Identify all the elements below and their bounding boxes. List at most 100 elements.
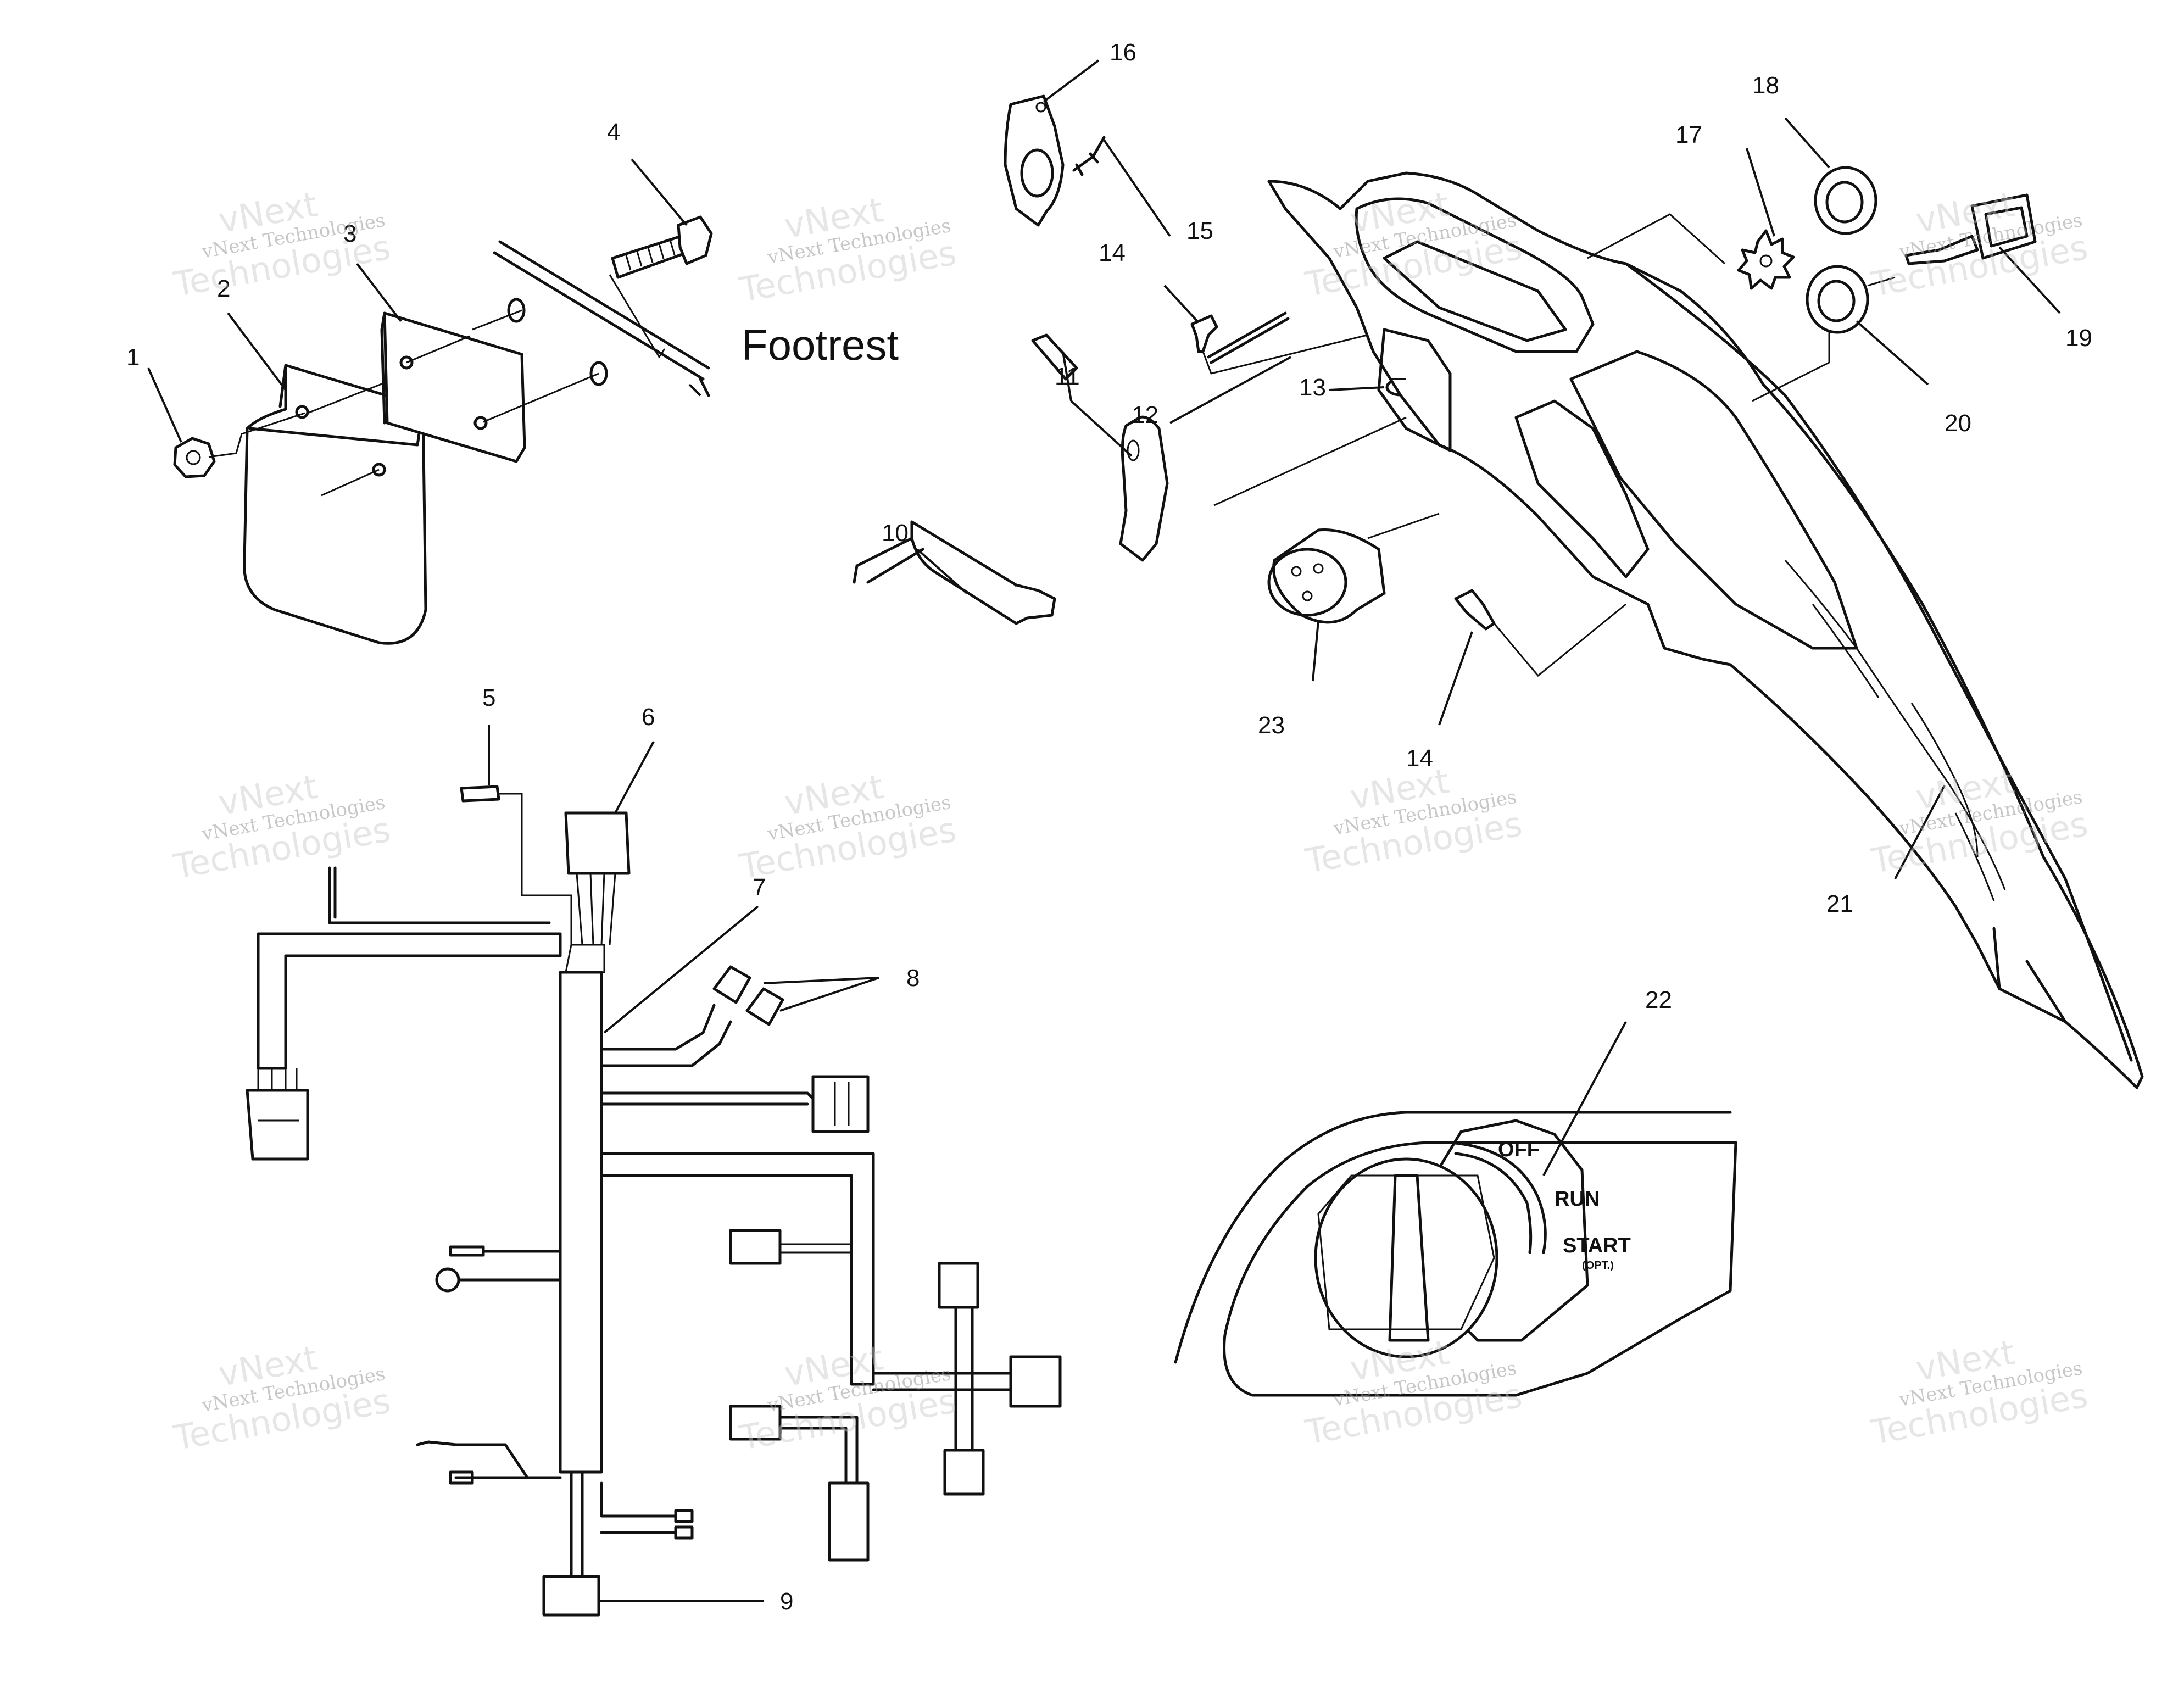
knob	[1119, 415, 1169, 562]
bolt-threads	[625, 239, 676, 271]
panel-inner	[1223, 1141, 1737, 1397]
console-hood	[1267, 171, 2144, 1089]
washer-upper	[507, 298, 526, 323]
watermark-10: vNext vNext Technologies Technologies	[736, 1338, 959, 1458]
wiring-harness	[246, 785, 1062, 1617]
hood-lower-bracket	[1377, 328, 1452, 452]
callout-20: 20	[1945, 410, 1971, 437]
wire-bottom	[570, 1470, 677, 1578]
callout-13: 13	[1299, 374, 1326, 401]
callout-15: 15	[1186, 218, 1213, 244]
callout-12: 12	[1132, 402, 1158, 428]
callout-7: 7	[753, 874, 766, 901]
callout-11: 11	[1055, 363, 1080, 390]
gear-17	[1737, 229, 1795, 290]
hood-panel	[1569, 350, 1858, 650]
callout-21: 21	[1826, 890, 1853, 917]
switch-parts	[853, 94, 1626, 677]
hood-opening-inner	[1383, 240, 1567, 342]
connector-right-r	[1009, 1355, 1062, 1408]
footrest-pad	[243, 364, 427, 645]
connector-6-wires	[565, 873, 616, 973]
callout-6: 6	[642, 704, 655, 731]
bracket-hole	[1020, 148, 1054, 198]
ignition-face	[1267, 548, 1347, 617]
branch-right-long	[600, 1152, 875, 1386]
bracket-hole-small	[1035, 102, 1046, 113]
watermark-5: vNext vNext Technologies Technologies	[170, 766, 393, 887]
position-arc-inner	[1454, 1152, 1533, 1254]
hood-contour-2	[1910, 703, 1995, 901]
left-connector	[246, 1089, 309, 1161]
callout-5: 5	[482, 684, 495, 711]
cable-switch-body	[910, 520, 1023, 625]
pad-hole-upper	[295, 405, 309, 419]
knob-slot	[1127, 439, 1140, 461]
callout-23: 23	[1258, 712, 1285, 739]
ignition-switch	[1272, 528, 1386, 624]
rod	[1207, 311, 1290, 364]
connector-9	[542, 1575, 600, 1617]
hood-ridge	[1624, 262, 2133, 1062]
rod-line	[1213, 416, 1407, 506]
key-19	[1970, 193, 2037, 260]
watermark-6: vNext vNext Technologies Technologies	[736, 766, 959, 887]
cable-switch-end	[1015, 583, 1056, 625]
hood-leader-17	[1587, 213, 1726, 265]
terminals-bottom	[674, 1509, 694, 1540]
nut-hole	[186, 450, 201, 465]
switch-label-start-note: (OPT.)	[1582, 1260, 1614, 1272]
callout-18: 18	[1752, 72, 1779, 99]
hood-opening	[1355, 197, 1595, 353]
callout-10: 10	[882, 520, 909, 547]
screw-upper-line	[1202, 323, 1412, 375]
callout-19: 19	[2065, 325, 2092, 352]
bolt-shank	[611, 235, 688, 279]
hood-inner-bracket	[1514, 399, 1650, 578]
bracket	[1004, 94, 1065, 227]
branch-r1	[600, 1091, 820, 1106]
hood-contour-1	[1784, 560, 2006, 890]
callout-22: 22	[1645, 987, 1672, 1013]
panel-outline	[1174, 1111, 1732, 1364]
washer-lower	[589, 361, 608, 386]
small-screw	[1072, 136, 1106, 176]
connector-r1-detail	[834, 1082, 850, 1126]
watermark-1: vNext vNext Technologies Technologies	[170, 184, 393, 304]
footrest-label: Footrest	[742, 321, 899, 369]
connector-left-r	[729, 1405, 782, 1441]
footrest-assembly	[173, 215, 713, 645]
screw-lower-line	[1493, 603, 1626, 677]
left-branch-small	[328, 866, 551, 924]
watermark-12: vNext vNext Technologies Technologies	[1868, 1332, 2091, 1452]
ignition-pin-1	[1291, 566, 1302, 577]
switch-hex	[1317, 1174, 1495, 1330]
footrest-spacer	[383, 311, 526, 463]
sensor-5	[460, 785, 500, 803]
callout-8: 8	[906, 965, 920, 991]
key-parts-line	[1867, 276, 1896, 287]
hood-outline	[1267, 171, 2144, 1089]
watermark-4: vNext vNext Technologies Technologies	[1868, 184, 2091, 304]
branch-8	[600, 1004, 732, 1067]
key-19-blade	[1904, 235, 1979, 265]
callout-1: 1	[126, 344, 140, 371]
sensor-5-wire	[497, 793, 572, 945]
pad-hole-lower	[372, 463, 386, 477]
connector-r2-wire	[780, 1243, 851, 1254]
connector-6	[564, 811, 631, 875]
key-parts	[1737, 166, 2037, 334]
footrest-frame	[493, 240, 710, 397]
left-branch	[257, 932, 562, 1070]
callout-2: 2	[217, 275, 230, 302]
connector-top-r	[938, 1262, 979, 1309]
switch-label-start: START	[1563, 1234, 1631, 1257]
ignition-pin-2	[1313, 563, 1324, 574]
ignition-line	[1367, 512, 1440, 539]
watermark-2: vNext vNext Technologies Technologies	[736, 190, 959, 310]
callout-9: 9	[780, 1588, 793, 1615]
nut-18-hole	[1825, 181, 1864, 224]
connector-8a	[712, 965, 751, 1004]
position-arc	[1448, 1141, 1547, 1254]
nut-18	[1814, 166, 1877, 235]
